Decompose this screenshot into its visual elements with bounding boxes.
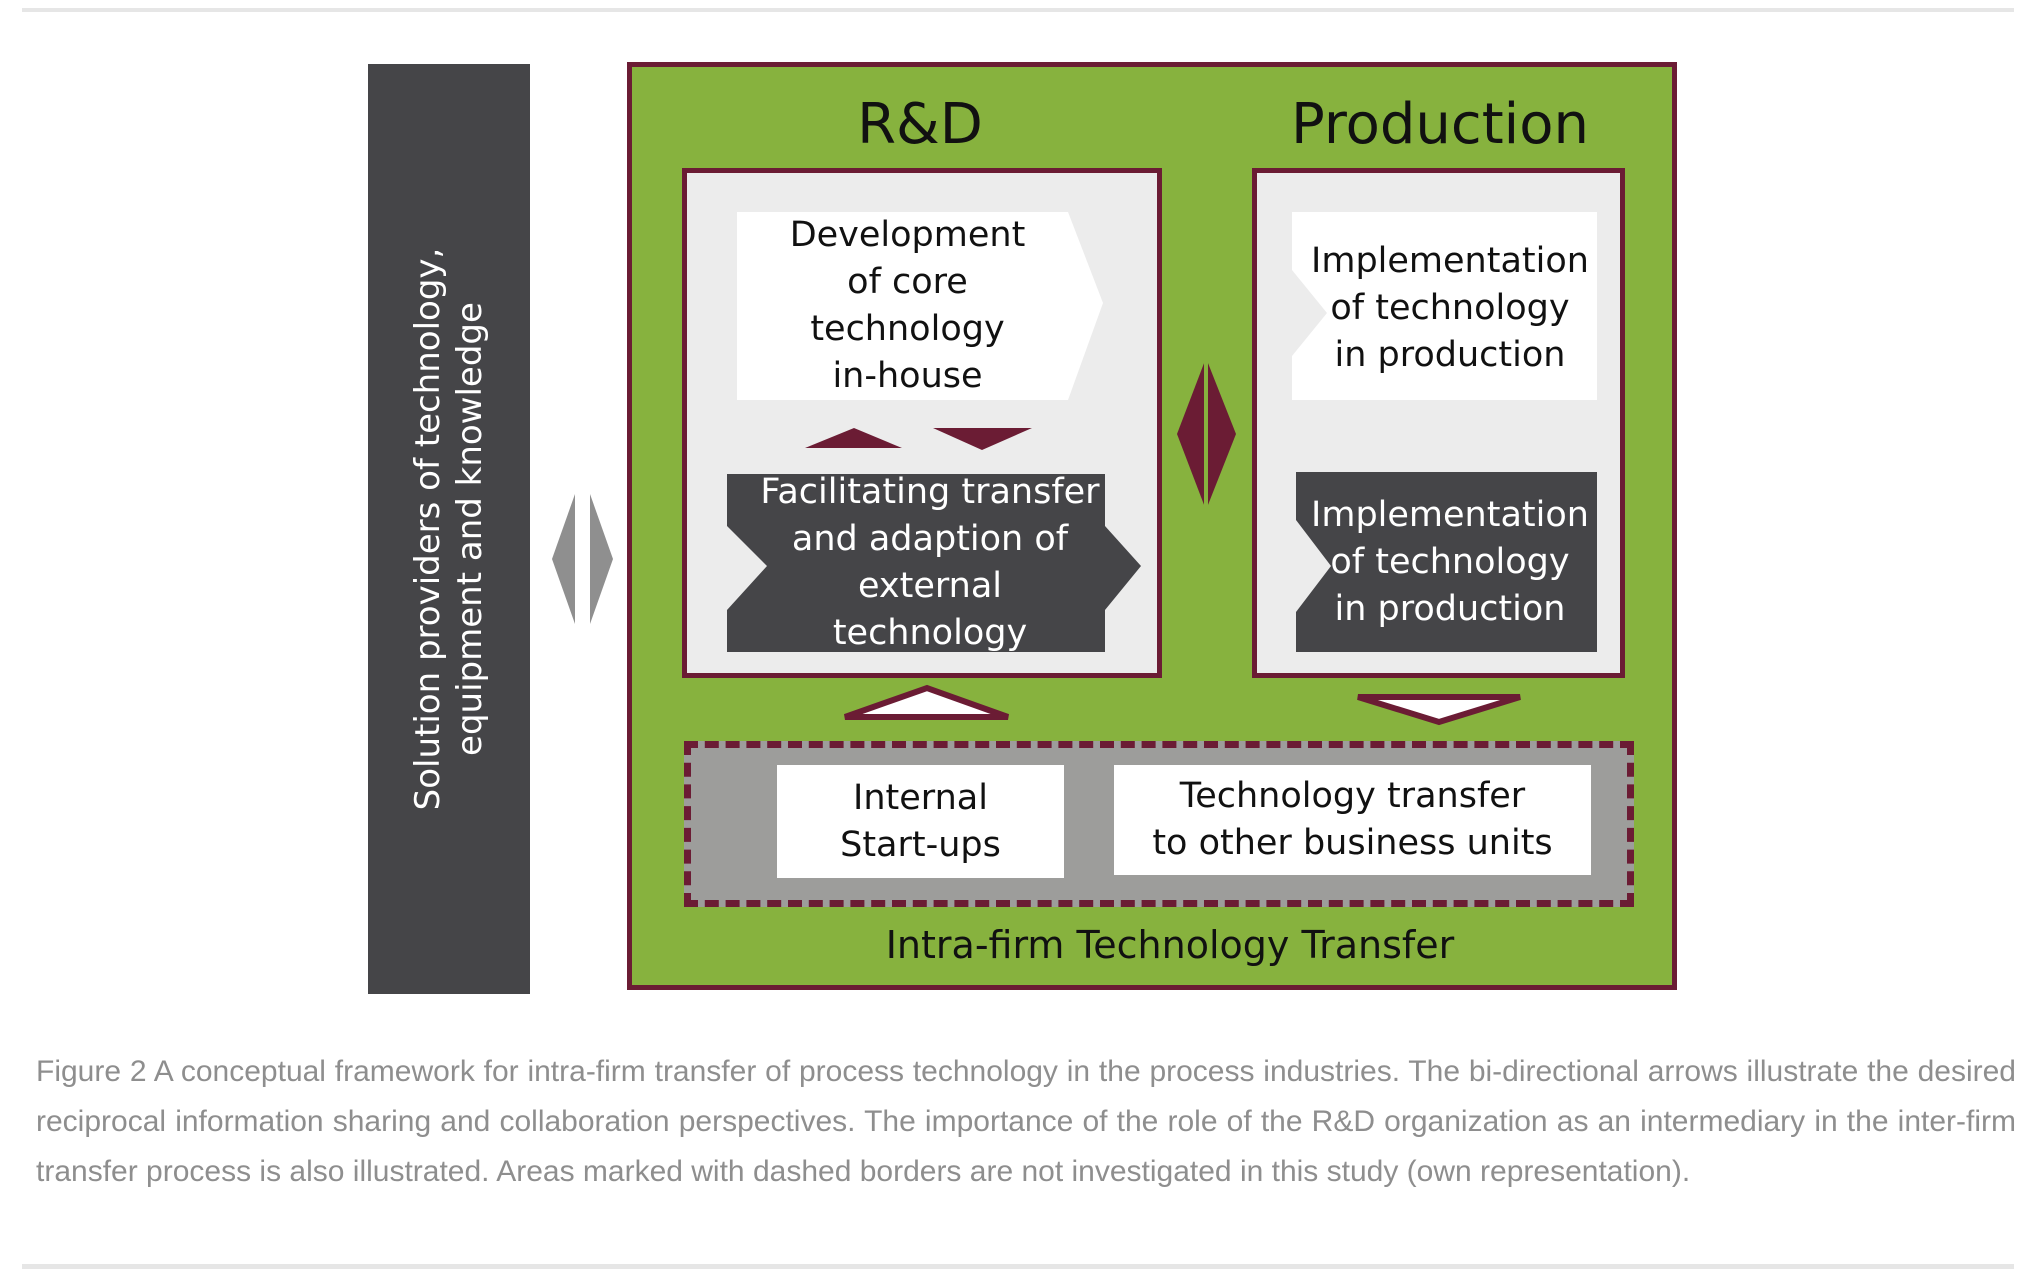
external-technology-box [727,474,1141,652]
production-top-box [1292,212,1597,400]
production-top-label: Implementation of technology in producti… [1311,240,1589,375]
external-exchange-arrow-icon-right [590,494,613,624]
production-bottom-label: Implementation of technology in producti… [1311,495,1589,629]
external-exchange-arrow-icon [552,494,575,624]
production-to-intra-arrow-icon [1357,694,1521,726]
production-heading: Production [1291,92,1589,157]
solution-providers-bar [368,64,530,994]
production-bottom-box [1296,472,1597,652]
core-technology-label: Development of core technology in-house [789,215,1026,396]
internal-startups-label: Internal Start-ups [840,777,1001,865]
bottom-divider [22,1264,2014,1269]
technology-transfer-box [1114,765,1591,875]
intra-to-rd-arrow-icon [843,684,1010,720]
figure-caption: Figure 2 A conceptual framework for intr… [36,1055,2016,1188]
technology-transfer-label: Technology transfer to other business un… [1152,776,1553,863]
intra-firm-label: Intra-firm Technology Transfer [885,923,1455,967]
internal-startups-box [777,765,1064,878]
top-divider [22,8,2014,12]
rd-heading: R&D [857,92,983,157]
external-technology-label: Facilitating transfer and adaption of ex… [760,472,1100,653]
core-technology-box [737,212,1103,400]
down-arrow-icon [933,428,1032,450]
up-arrow-icon [805,428,902,448]
